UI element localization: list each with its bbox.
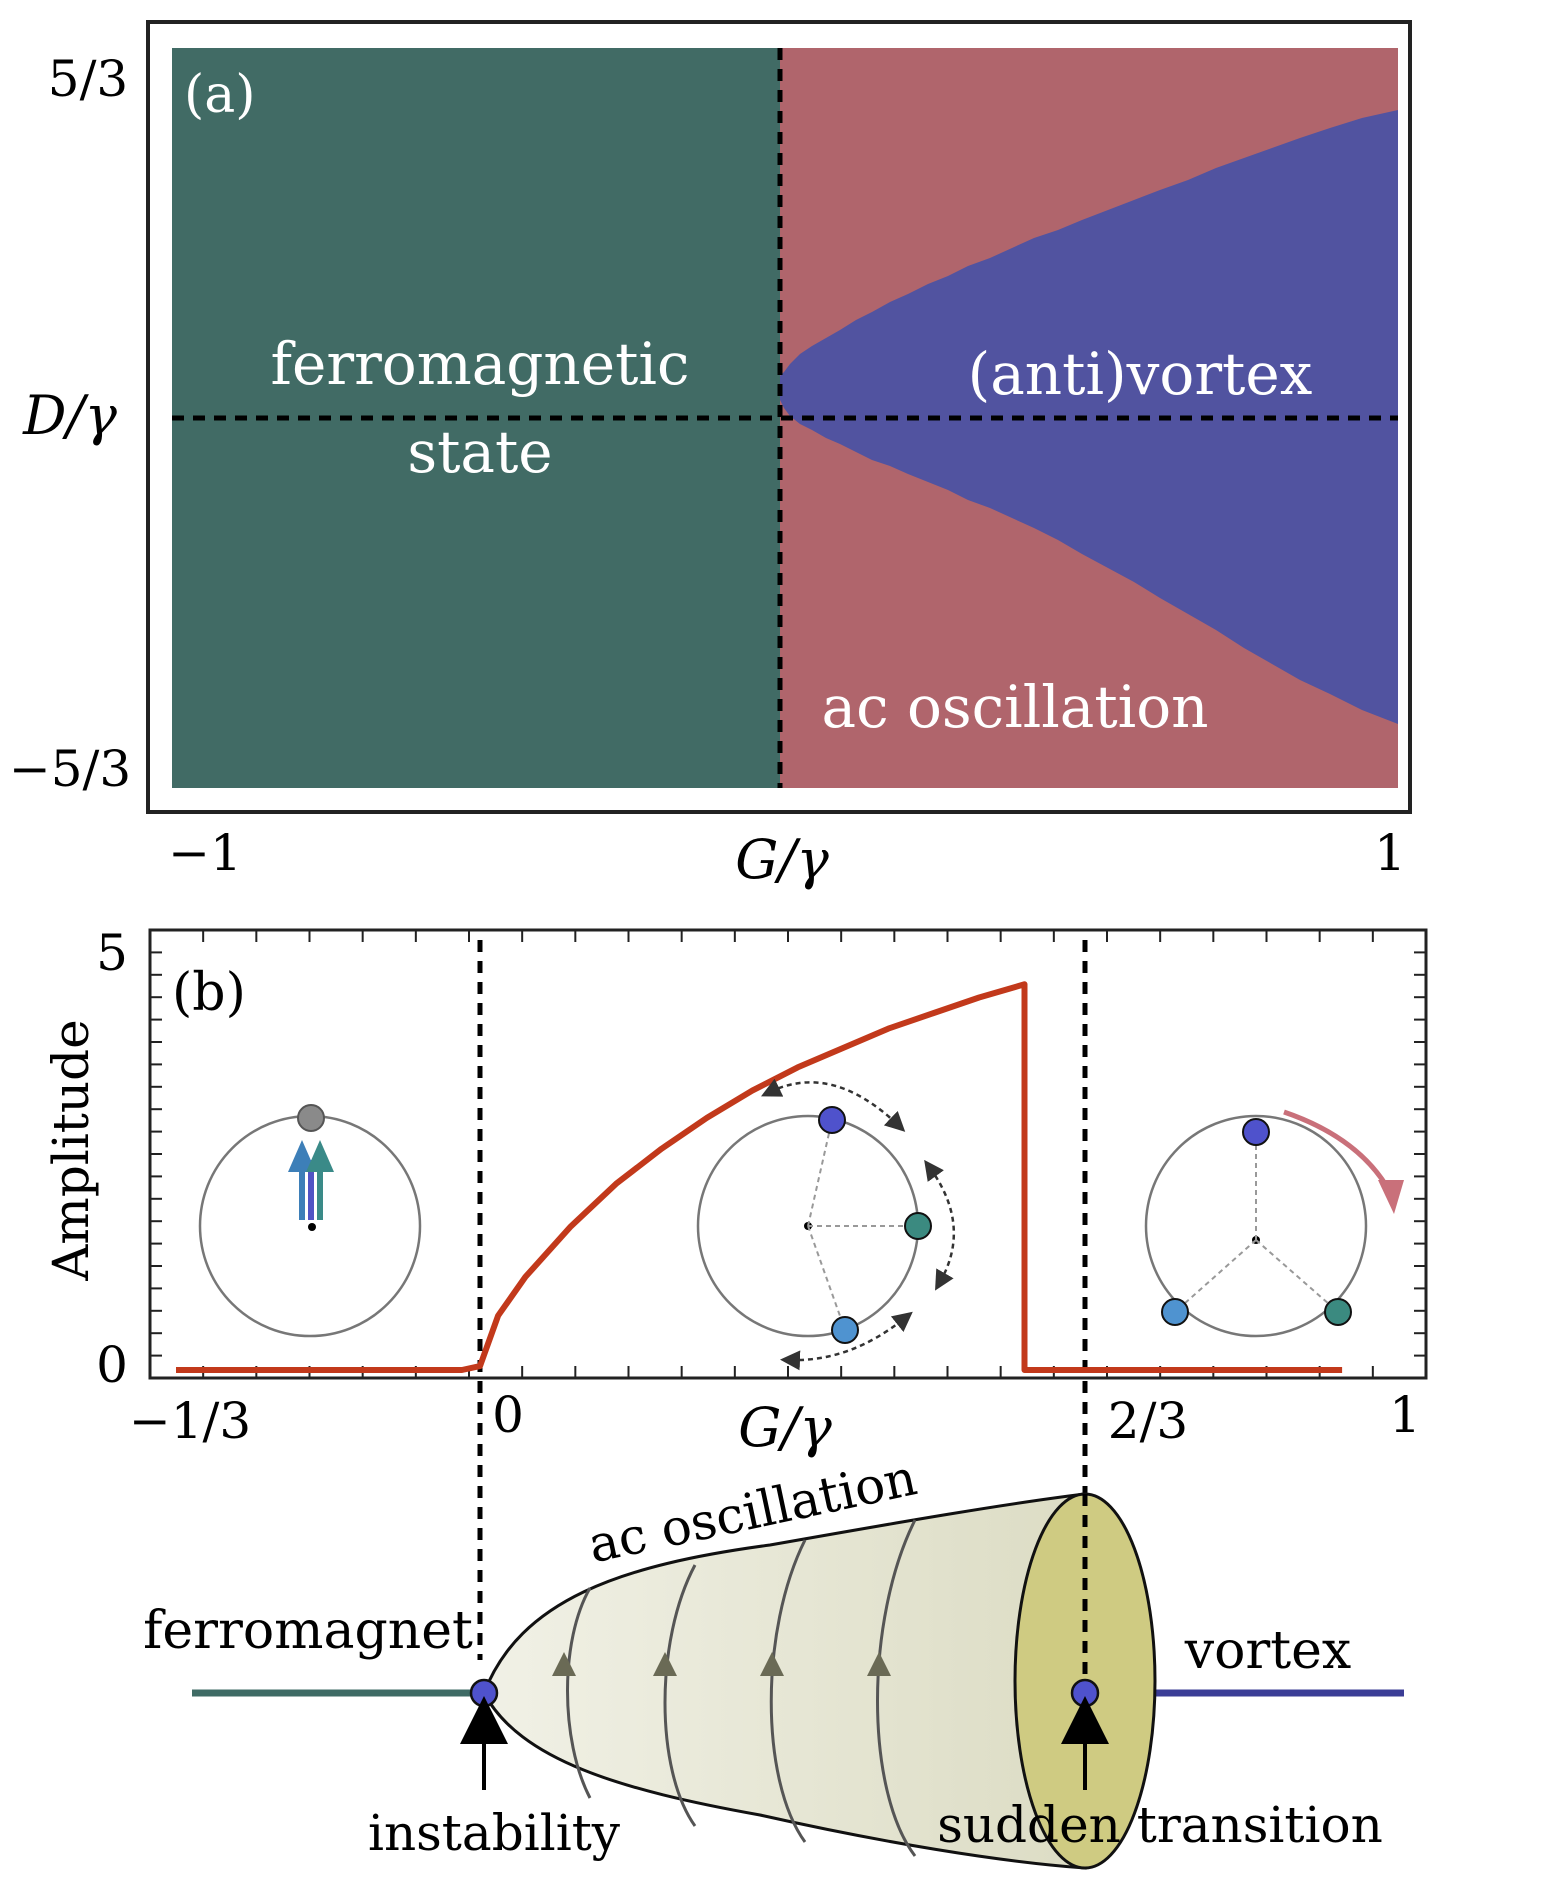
spoke <box>1174 1239 1257 1313</box>
ring-arrowhead <box>867 1652 891 1676</box>
instability-label: instability <box>368 1804 621 1862</box>
spin-node-lightblue <box>1161 1298 1189 1326</box>
spin-node-blue <box>1242 1118 1270 1146</box>
spin-node-teal <box>1324 1298 1352 1326</box>
x-tick-zero: 0 <box>492 1386 524 1444</box>
ferromagnetic-label-line2: state <box>407 418 552 486</box>
panel-a: (a) ferromagnetic state (anti)vortex ac … <box>9 20 1412 891</box>
ring-arrowhead <box>552 1652 576 1676</box>
panel-b-frame <box>148 928 1428 1380</box>
x-axis-label-a: G/γ <box>735 828 829 891</box>
y-tick-bottom-a: −5/3 <box>9 740 131 798</box>
oscillation-arrow <box>780 1311 913 1371</box>
rotation-arrowhead <box>1378 1180 1404 1214</box>
spin-arrow-shaft <box>317 1160 323 1220</box>
y-tick-bottom-b: 0 <box>96 1336 128 1394</box>
ferromagnetic-label-line1: ferromagnetic <box>271 330 690 398</box>
vortex-state-label: vortex <box>1184 1621 1352 1681</box>
inset-ac-oscillation <box>696 1078 956 1371</box>
ring-arrowhead <box>760 1652 784 1676</box>
y-axis-label-a: D/γ <box>22 384 117 447</box>
inset-ferromagnet <box>198 1104 422 1338</box>
inset-vortex <box>1144 1109 1404 1338</box>
center-dot <box>308 1223 316 1231</box>
x-axis-label-b: G/γ <box>738 1396 832 1459</box>
spoke <box>1255 1239 1339 1313</box>
vortex-label: (anti)vortex <box>968 340 1313 408</box>
inset-circle <box>1144 1114 1368 1338</box>
trajectory-ring <box>566 1587 592 1799</box>
schematic: ferromagnet vortex ac oscillation instab… <box>143 1448 1404 1870</box>
instability-node <box>469 1678 499 1708</box>
y-tick-top-b: 5 <box>96 924 128 982</box>
y-axis-label-b: Amplitude <box>42 1019 100 1281</box>
x-tick-two-thirds: 2/3 <box>1108 1392 1188 1450</box>
spoke <box>807 1119 833 1227</box>
x-tick-one: 1 <box>1389 1386 1421 1444</box>
ring-arrowhead <box>653 1652 677 1676</box>
spin-tip-icon <box>297 1104 325 1132</box>
y-tick-top-a: 5/3 <box>48 50 128 108</box>
ferromagnet-label: ferromagnet <box>143 1601 473 1661</box>
spin-arrowhead <box>306 1140 334 1172</box>
ac-oscillation-label: ac oscillation <box>821 673 1208 741</box>
spin-node-teal <box>904 1212 932 1240</box>
spin-node-lightblue <box>831 1316 859 1344</box>
x-tick-right-a: 1 <box>1374 824 1406 882</box>
trajectory-ring <box>663 1564 697 1827</box>
x-tick-left-a: −1 <box>168 824 242 882</box>
oscillation-arrow <box>760 1078 906 1132</box>
trajectory-ring <box>876 1519 917 1857</box>
transition-node <box>1070 1678 1100 1708</box>
spin-node-blue <box>818 1106 846 1134</box>
spin-arrow-shaft <box>308 1160 314 1220</box>
amplitude-curve <box>176 981 1343 1373</box>
spin-arrowhead <box>288 1140 316 1172</box>
panel-b: (b) 5 0 Amplitude −1/3 0 G/γ 2/3 1 <box>42 924 1428 1680</box>
x-tick-minus-one-third: −1/3 <box>129 1392 251 1450</box>
sudden-transition-label: sudden transition <box>937 1796 1383 1854</box>
panel-b-label: (b) <box>172 963 246 1023</box>
spin-arrow-shaft <box>299 1160 305 1220</box>
vortex-region <box>780 110 1398 724</box>
trajectory-ring <box>769 1539 807 1843</box>
panel-a-label: (a) <box>184 65 256 125</box>
